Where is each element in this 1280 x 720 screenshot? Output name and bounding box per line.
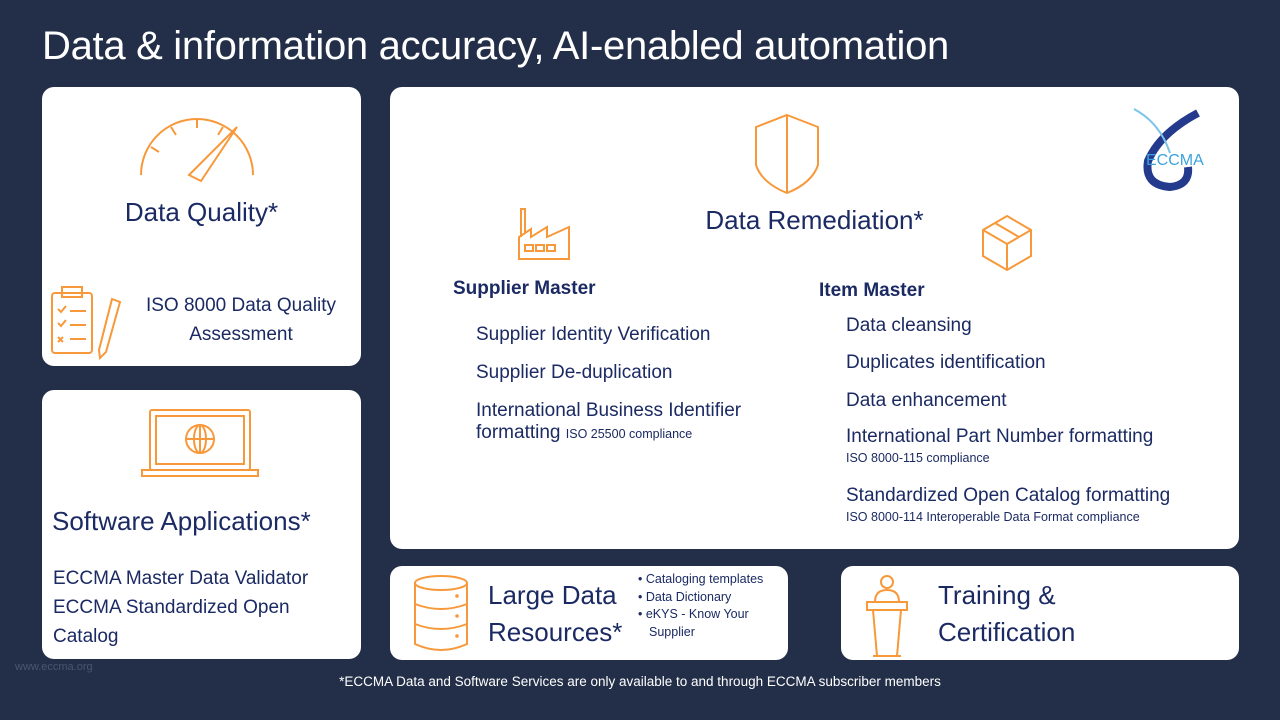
large-data-line-2: Resources* — [488, 617, 623, 647]
iso-8000-assessment: ISO 8000 Data Quality Assessment — [126, 291, 356, 349]
large-data-line-1: Large Data — [488, 580, 617, 610]
iso-25500-note: ISO 25500 compliance — [565, 427, 693, 441]
factory-icon — [518, 208, 570, 260]
footnote: *ECCMA Data and Software Services are on… — [339, 674, 941, 689]
data-remediation-card: Data Remediation* ECCMA Supplier Master … — [390, 87, 1239, 549]
supplier-item-cont: formatting ISO 25500 compliance — [476, 422, 741, 445]
bullet-item: • Cataloging templates — [638, 572, 764, 586]
software-list: ECCMA Master Data Validator ECCMA Standa… — [53, 564, 308, 651]
remediation-heading: Data Remediation* — [705, 205, 924, 235]
large-data-heading: Large Data Resources* — [488, 577, 622, 651]
item-entry: Data cleansing — [846, 315, 972, 336]
clipboard-checklist-icon — [51, 286, 122, 361]
supplier-item: Supplier De-duplication — [476, 362, 673, 383]
website-link[interactable]: www.eccma.org — [15, 661, 93, 673]
training-card: Training & Certification — [841, 566, 1239, 660]
shield-icon — [755, 113, 819, 195]
training-line-2: Certification — [938, 617, 1076, 647]
supplier-item: International Business Identifier — [476, 400, 742, 421]
item-entry: Data enhancement — [846, 390, 1007, 411]
software-heading: Software Applications* — [52, 506, 311, 536]
large-data-bullets: • Cataloging templates • Data Dictionary… — [638, 571, 763, 641]
bullet-item: • eKYS - Know Your — [638, 607, 749, 621]
software-item-validator[interactable]: ECCMA Master Data Validator — [53, 568, 309, 589]
speedometer-icon — [140, 118, 254, 183]
training-line-1: Training & — [938, 580, 1056, 610]
assessment-line-1: ISO 8000 Data Quality — [145, 295, 337, 316]
software-applications-card: Software Applications* ECCMA Master Data… — [42, 390, 361, 659]
data-quality-card: Data Quality* ISO 8000 Data Quality Asse… — [42, 87, 361, 366]
software-item-catalog-cont[interactable]: Catalog — [53, 626, 119, 647]
box-icon — [982, 214, 1032, 272]
laptop-globe-icon — [141, 409, 259, 477]
assessment-line-2: Assessment — [189, 324, 293, 345]
database-icon — [414, 575, 468, 651]
training-heading: Training & Certification — [938, 577, 1075, 651]
software-item-catalog[interactable]: ECCMA Standardized Open — [53, 597, 290, 618]
data-quality-heading: Data Quality* — [124, 197, 279, 227]
supplier-item: Supplier Identity Verification — [476, 324, 711, 345]
item-master-heading: Item Master — [819, 280, 925, 301]
bullet-item: • Data Dictionary — [638, 589, 732, 604]
bullet-item-cont: Supplier — [649, 624, 695, 639]
item-entry: Duplicates identification — [846, 352, 1046, 373]
podium-speaker-icon — [866, 575, 908, 657]
item-entry: Standardized Open Catalog formatting — [846, 485, 1171, 506]
supplier-master-list: Supplier Identity Verification Supplier … — [476, 316, 741, 445]
item-entry: International Part Number formatting — [846, 426, 1154, 447]
iso-8000-114-note: ISO 8000-114 Interoperable Data Format c… — [846, 510, 1140, 524]
iso-8000-115-note: ISO 8000-115 compliance — [846, 451, 990, 465]
svg-text:ECCMA: ECCMA — [1146, 152, 1204, 169]
large-data-card: Large Data Resources* • Cataloging templ… — [390, 566, 788, 660]
item-master-list: Data cleansing Duplicates identification… — [846, 315, 1170, 524]
eccma-logo: ECCMA — [1133, 108, 1204, 192]
supplier-item-formatting: formatting — [476, 422, 561, 443]
supplier-master-heading: Supplier Master — [453, 278, 596, 299]
slide-title: Data & information accuracy, AI-enabled … — [42, 24, 949, 68]
